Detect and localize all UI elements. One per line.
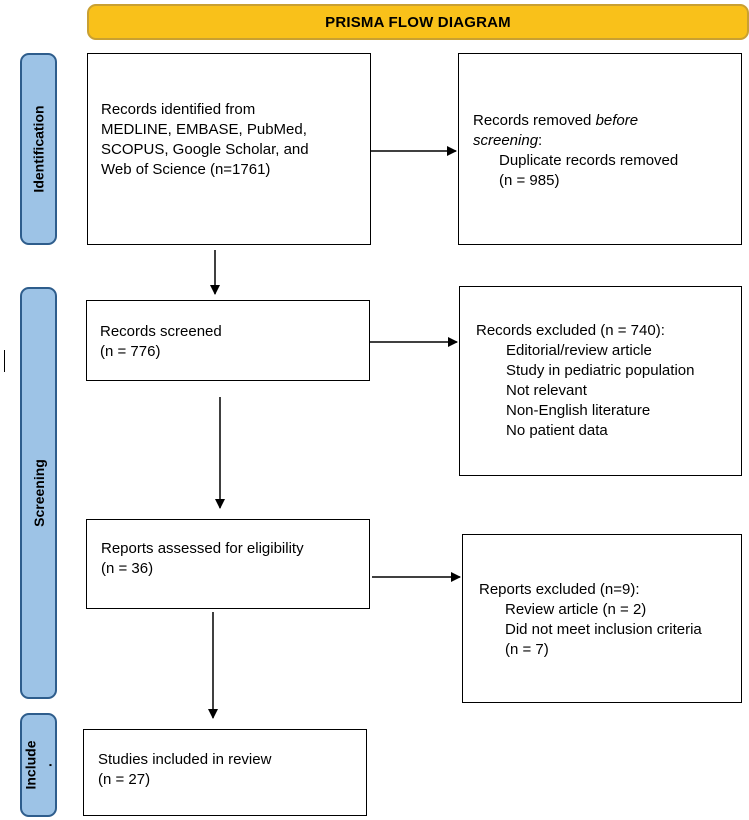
reports-excluded-item: Review article (n = 2) [505, 601, 647, 618]
reports-assessed-label: Reports assessed for eligibility [101, 540, 304, 557]
reports-excluded-item: (n = 7) [505, 641, 549, 658]
studies-included-label: Studies included in review [98, 751, 272, 768]
studies-included-box: Studies included in review (n = 27) [83, 729, 367, 816]
records-screened-box: Records screened (n = 776) [86, 300, 370, 381]
diagram-title: PRISMA FLOW DIAGRAM [87, 4, 749, 40]
reports-excluded-heading: Reports excluded (n=9): [479, 581, 640, 598]
records-removed-count: (n = 985) [499, 172, 560, 189]
records-excluded-item: Not relevant [506, 382, 587, 399]
records-excluded-heading: Records excluded (n = 740): [476, 322, 665, 339]
records-excluded-item: No patient data [506, 422, 608, 439]
records-identified-line-3: SCOPUS, Google Scholar, and [101, 141, 309, 158]
records-screened-count: (n = 776) [100, 343, 161, 360]
records-removed-heading: Records removed before [473, 112, 639, 129]
records-excluded-item: Editorial/review article [506, 342, 652, 359]
records-identified-line-1: Records identified from [101, 101, 256, 118]
records-excluded-item: Non-English literature [506, 402, 651, 419]
stage-screening: Screening [20, 287, 57, 699]
records-removed-item: Duplicate records removed [499, 152, 679, 169]
records-excluded-item: Study in pediatric population [506, 362, 695, 379]
records-excluded-box: Records excluded (n = 740): Editorial/re… [459, 286, 742, 476]
records-identified-line-4: Web of Science (n=1761) [101, 161, 271, 178]
margin-mark [4, 350, 5, 372]
records-removed-heading-cont: screening: [473, 132, 543, 149]
reports-excluded-box: Reports excluded (n=9): Review article (… [462, 534, 742, 703]
stage-identification: Identification [20, 53, 57, 245]
studies-included-count: (n = 27) [98, 771, 151, 788]
records-removed-box: Records removed before screening: Duplic… [458, 53, 742, 245]
records-identified-box: Records identified from MEDLINE, EMBASE,… [87, 53, 371, 245]
reports-assessed-box: Reports assessed for eligibility (n = 36… [86, 519, 370, 609]
reports-assessed-count: (n = 36) [101, 560, 154, 577]
reports-excluded-item: Did not meet inclusion criteria [505, 621, 702, 638]
records-identified-line-2: MEDLINE, EMBASE, PubMed, [101, 121, 307, 138]
records-screened-label: Records screened [100, 323, 222, 340]
stage-include: Include . [20, 713, 57, 817]
